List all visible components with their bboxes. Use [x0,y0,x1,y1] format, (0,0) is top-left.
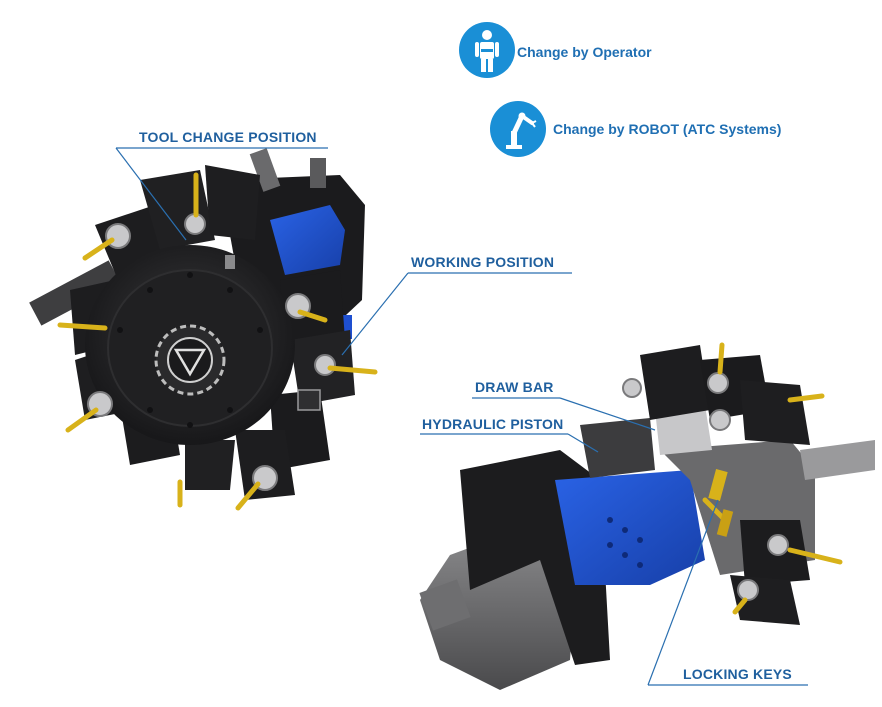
legend-robot-label: Change by ROBOT (ATC Systems) [553,121,782,137]
operator-icon-circle [459,22,515,78]
callout-draw-bar: DRAW BAR [475,379,554,395]
legend-operator-label: Change by Operator [517,44,652,60]
callout-working-position: WORKING POSITION [411,254,555,270]
robot-icon-circle [490,101,546,157]
callout-locking-keys: LOCKING KEYS [683,666,792,682]
leader-lines [115,147,808,686]
callout-hydraulic-piston: HYDRAULIC PISTON [422,416,564,432]
callout-tool-change-position: TOOL CHANGE POSITION [139,129,317,145]
robot-arm-icon [506,112,537,149]
right-turret [419,342,875,690]
operator-person-icon [475,30,499,72]
gold-tools [57,172,378,511]
left-turret [29,148,378,511]
